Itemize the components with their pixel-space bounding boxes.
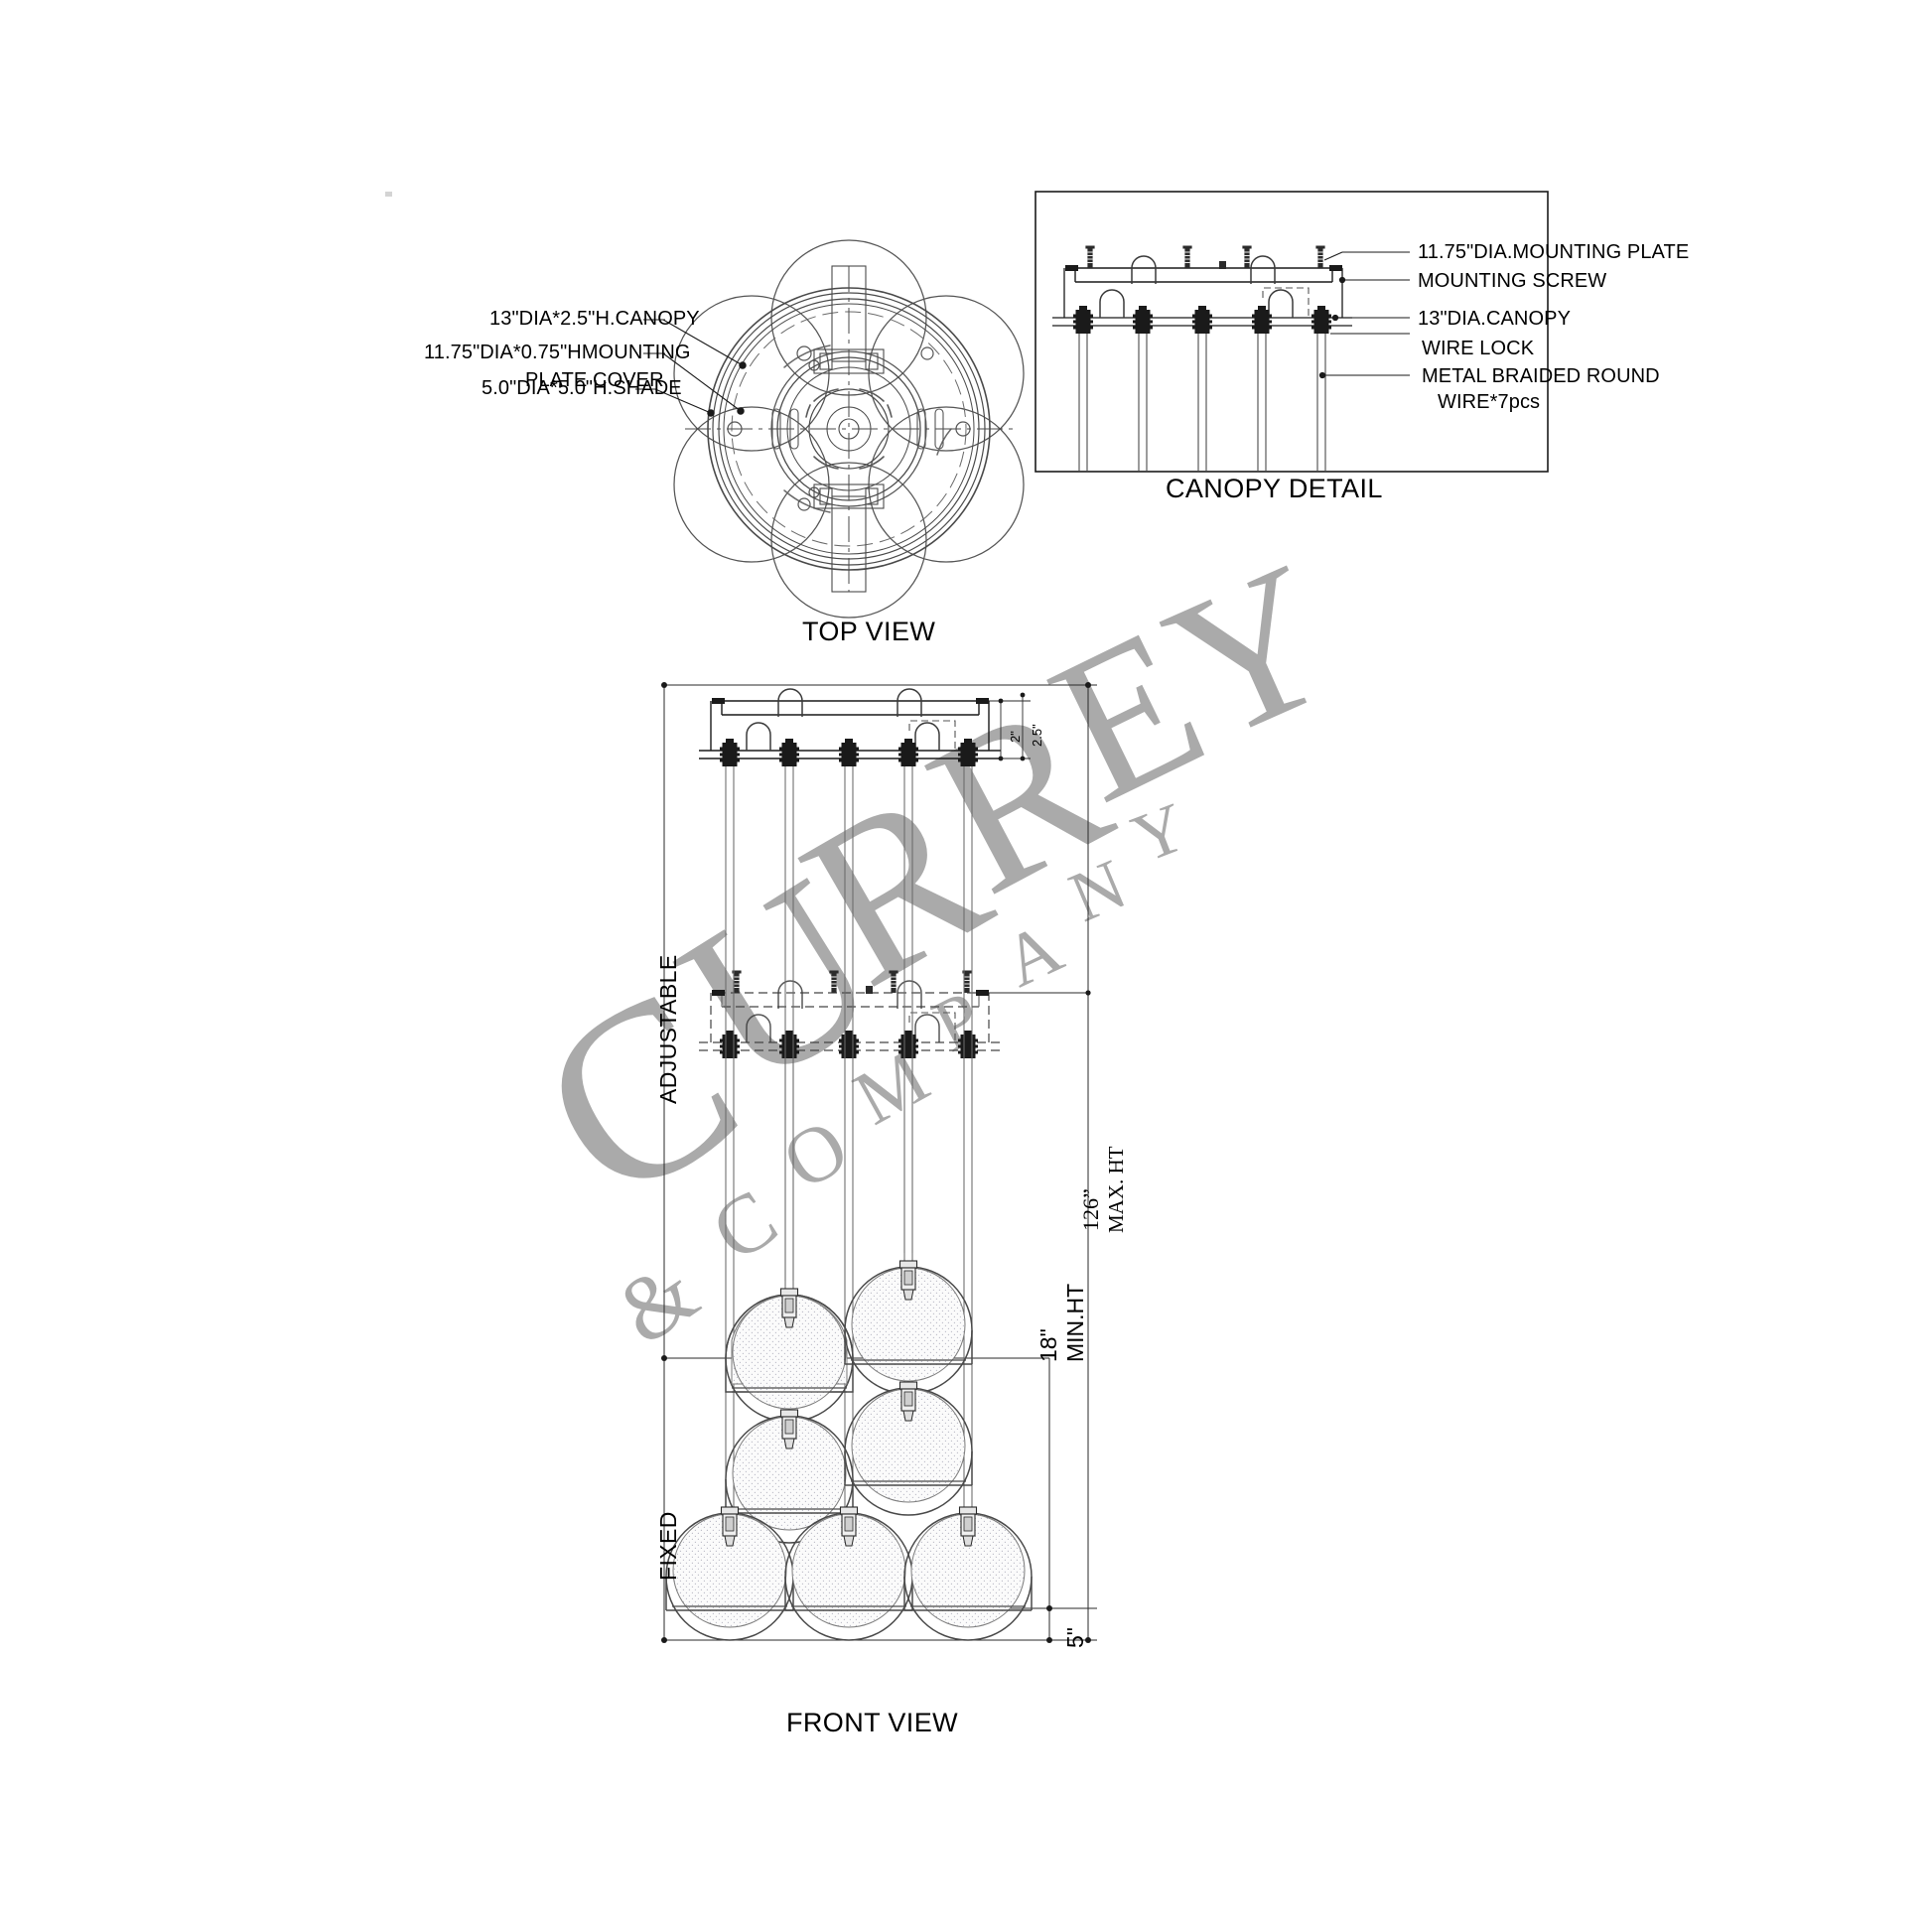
dimension-min-height-label: MIN.HT [1062, 1283, 1088, 1362]
shade-globe [665, 1506, 794, 1641]
dimension-min-height-value: 18" [1035, 1328, 1061, 1362]
front-view-caption: FRONT VIEW [786, 1708, 959, 1737]
shade-globe [844, 1381, 973, 1516]
shade-globe [725, 1409, 854, 1544]
annotation-canopy-detail: 13"DIA.CANOPY [1418, 308, 1572, 330]
dimension-shade-height: 5" [1062, 1627, 1088, 1648]
top-view-caption: TOP VIEW [802, 617, 936, 646]
dimension-max-height-value: 126” [1078, 1188, 1103, 1231]
dimension-canopy-height: 2.5" [1030, 724, 1044, 747]
annotation-plate-cover-line1: 11.75"DIA*0.75"HMOUNTING [424, 342, 691, 363]
shade-globe [903, 1506, 1033, 1641]
front-mid-screws [731, 970, 973, 994]
annotation-braided-wire-line2: WIRE*7pcs [1438, 391, 1541, 413]
front-view-geometry [661, 682, 1097, 1643]
annotation-wire-lock: WIRE LOCK [1422, 338, 1535, 359]
annotation-braided-wire-line1: METAL BRAIDED ROUND [1422, 365, 1660, 387]
shade-globe [725, 1288, 854, 1423]
annotation-shade-topview: 5.0"DIA*5.0"H.SHADE [482, 377, 682, 399]
plate-ubolts [1131, 255, 1276, 285]
top-view-geometry [635, 239, 1025, 619]
corner-registration-mark [385, 192, 392, 197]
front-view-zone-fixed: FIXED [655, 1511, 681, 1581]
mounting-screws [1084, 245, 1326, 269]
annotation-mounting-screw: MOUNTING SCREW [1418, 270, 1607, 292]
dimension-max-height-label: MAX. HT [1104, 1146, 1128, 1234]
canopy-detail-caption: CANOPY DETAIL [1166, 474, 1383, 503]
canopy-detail-geometry [1035, 191, 1549, 473]
annotation-canopy-topview: 13"DIA*2.5"H.CANOPY [489, 308, 700, 330]
front-view-zone-adjustable: ADJUSTABLE [655, 954, 681, 1104]
shade-globe [844, 1260, 973, 1395]
annotation-mounting-plate: 11.75"DIA.MOUNTING PLATE [1418, 241, 1690, 263]
dimension-plate-height: 2" [1008, 731, 1023, 743]
annotation-plate-cover-line2: PLATE COVER [525, 369, 664, 391]
